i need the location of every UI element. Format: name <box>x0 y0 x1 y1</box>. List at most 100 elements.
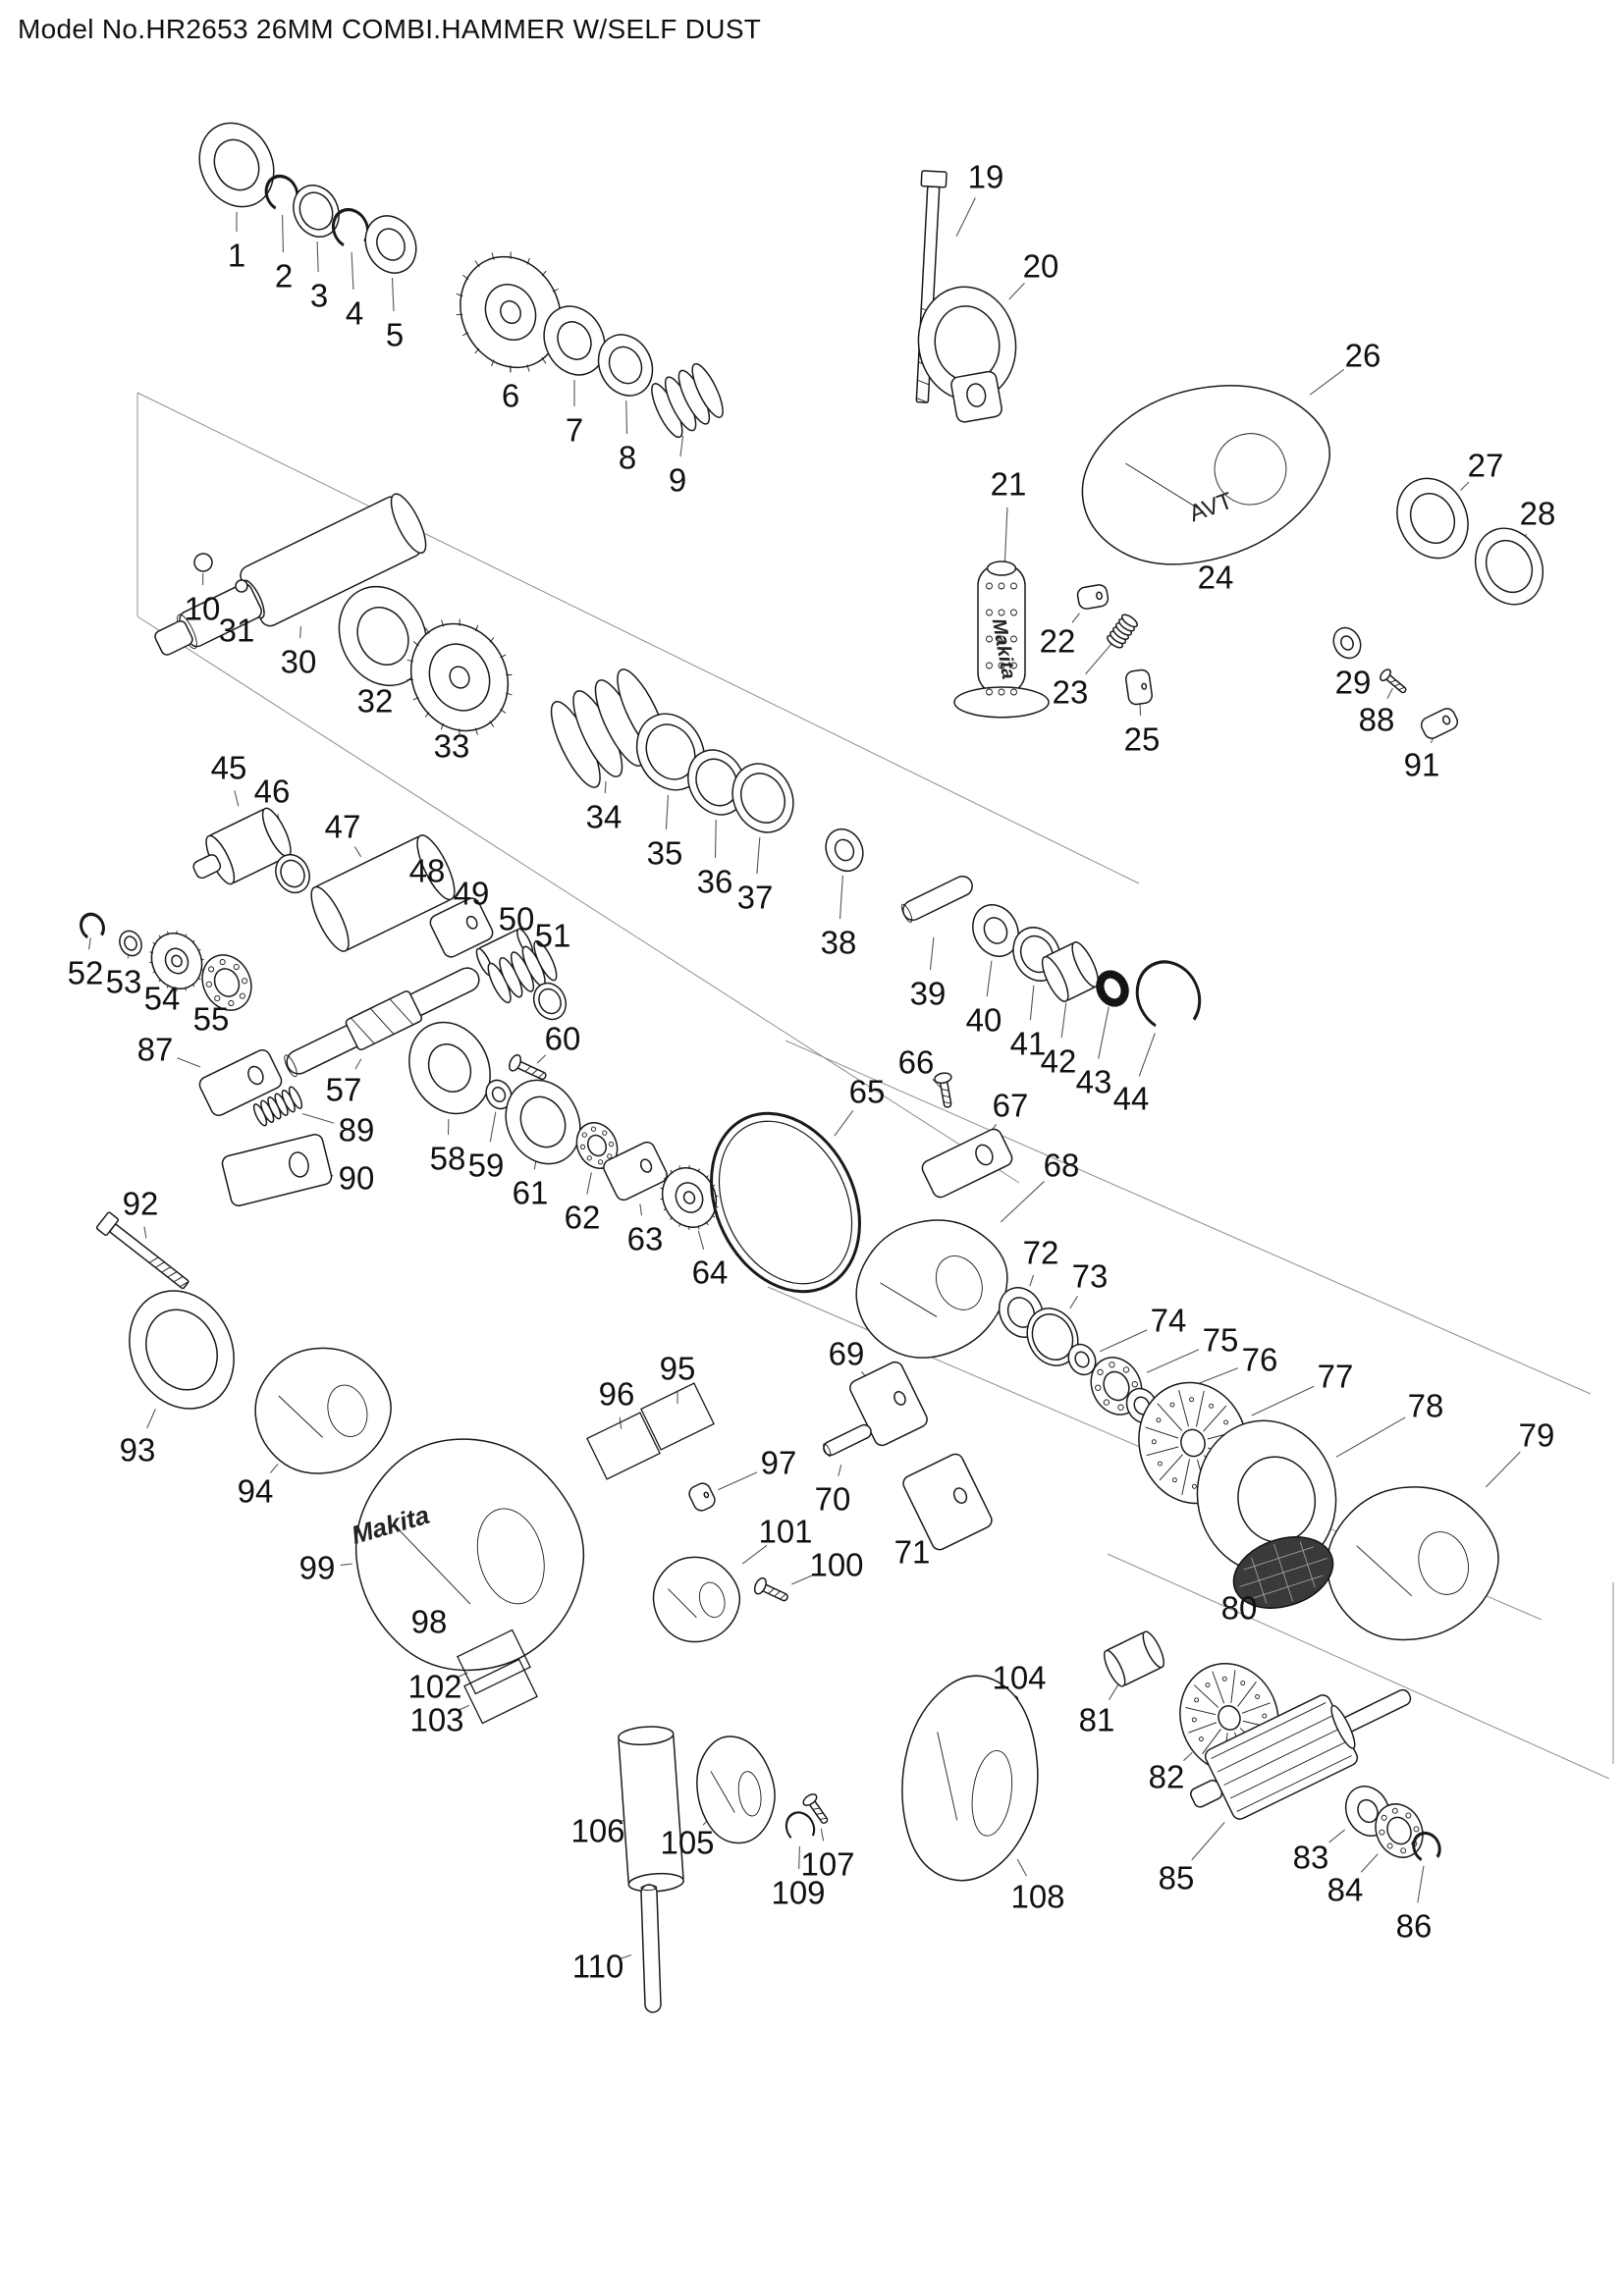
part-label-3: 3 <box>310 278 328 314</box>
part-label-58: 58 <box>430 1141 466 1177</box>
part-27-drawing <box>1396 477 1469 560</box>
part-36-drawing <box>687 749 746 816</box>
leader-line-4 <box>351 251 354 291</box>
part-108-drawing <box>901 1675 1039 1882</box>
leader-line-79 <box>1485 1451 1521 1488</box>
part-label-66: 66 <box>898 1044 935 1081</box>
part-label-106: 106 <box>570 1813 624 1849</box>
part-label-80: 80 <box>1221 1590 1258 1627</box>
part-label-35: 35 <box>647 835 683 872</box>
part-label-70: 70 <box>815 1481 851 1518</box>
part-label-85: 85 <box>1159 1860 1195 1896</box>
leader-line-62 <box>586 1172 592 1195</box>
part-label-5: 5 <box>386 317 404 353</box>
part-88-drawing <box>1380 668 1407 694</box>
part-label-83: 83 <box>1293 1840 1329 1876</box>
leader-line-44 <box>1138 1033 1156 1077</box>
part-label-90: 90 <box>339 1160 375 1197</box>
part-label-21: 21 <box>991 466 1027 503</box>
part-label-34: 34 <box>586 799 623 835</box>
part-64-drawing <box>660 1165 719 1230</box>
leader-line-43 <box>1098 1006 1110 1059</box>
part-90-drawing <box>221 1134 333 1206</box>
part-label-31: 31 <box>219 613 255 649</box>
part-93-drawing <box>129 1290 235 1410</box>
leader-line-19 <box>955 197 976 238</box>
leader-line-75 <box>1146 1349 1200 1373</box>
part-66-drawing <box>934 1072 952 1108</box>
part-33-drawing <box>406 618 513 736</box>
part-label-42: 42 <box>1041 1043 1077 1080</box>
guide-line <box>1107 1553 1610 1780</box>
part-label-44: 44 <box>1113 1081 1150 1117</box>
part-label-92: 92 <box>123 1186 159 1222</box>
part-105-drawing <box>696 1735 776 1844</box>
part-label-77: 77 <box>1318 1359 1354 1395</box>
part-label-46: 46 <box>254 774 291 810</box>
part-label-81: 81 <box>1079 1702 1115 1738</box>
part-67-drawing <box>921 1128 1013 1199</box>
part-8-drawing <box>597 334 654 397</box>
part-label-50: 50 <box>499 901 535 937</box>
leader-line-89 <box>301 1112 335 1124</box>
part-53-drawing <box>119 930 142 957</box>
part-86-drawing <box>1412 1831 1441 1864</box>
part-label-97: 97 <box>761 1445 797 1481</box>
part-label-78: 78 <box>1408 1388 1444 1424</box>
leader-line-60 <box>536 1054 547 1064</box>
part-81-drawing <box>1103 1630 1165 1687</box>
part-28-drawing <box>1474 527 1544 606</box>
part-84-drawing <box>1375 1803 1424 1858</box>
leader-line-8 <box>625 400 628 435</box>
part-label-76: 76 <box>1242 1342 1278 1378</box>
part-5-drawing <box>364 215 417 274</box>
leader-line-34 <box>604 780 607 794</box>
part-label-100: 100 <box>809 1547 863 1583</box>
part-label-23: 23 <box>1053 674 1089 711</box>
leader-line-72 <box>1029 1274 1035 1287</box>
leader-line-3 <box>316 240 319 273</box>
part-106-drawing <box>618 1726 684 1893</box>
part-25-drawing <box>1125 668 1153 706</box>
leader-line-74 <box>1099 1329 1148 1353</box>
leader-line-77 <box>1251 1385 1315 1416</box>
part-73-drawing <box>1026 1308 1079 1366</box>
part-54-drawing <box>149 931 204 991</box>
part-45-drawing <box>192 807 292 885</box>
part-62-drawing <box>575 1122 619 1169</box>
part-4-drawing <box>331 207 370 250</box>
part-label-38: 38 <box>821 925 857 961</box>
part-87-drawing <box>198 1048 283 1117</box>
leader-line-57 <box>354 1058 362 1070</box>
leader-line-63 <box>639 1203 643 1216</box>
part-91-drawing <box>1420 708 1459 739</box>
part-label-10: 10 <box>185 591 221 627</box>
leader-line-81 <box>1109 1683 1119 1700</box>
leader-line-94 <box>269 1463 279 1473</box>
leader-line-25 <box>1139 704 1142 717</box>
part-label-37: 37 <box>737 880 774 916</box>
part-label-88: 88 <box>1359 702 1395 738</box>
leader-line-2 <box>281 214 284 253</box>
part-label-105: 105 <box>660 1825 714 1861</box>
part-103-drawing <box>463 1658 538 1725</box>
part-102-drawing <box>457 1629 531 1695</box>
leader-line-107 <box>820 1828 825 1842</box>
part-2-drawing <box>264 174 299 213</box>
leader-line-45 <box>234 790 240 807</box>
part-label-19: 19 <box>968 159 1004 195</box>
leader-line-96 <box>619 1416 623 1429</box>
part-109-drawing <box>785 1811 816 1844</box>
leader-line-99 <box>340 1563 352 1566</box>
leader-line-20 <box>1008 283 1025 300</box>
leader-line-109 <box>798 1845 800 1870</box>
part-80-drawing <box>1232 1536 1334 1609</box>
guide-line <box>136 392 1140 884</box>
part-label-54: 54 <box>144 981 181 1017</box>
part-57-drawing <box>284 967 480 1078</box>
part-label-57: 57 <box>326 1072 362 1108</box>
part-43-drawing <box>1096 970 1129 1007</box>
part-label-65: 65 <box>849 1074 886 1110</box>
part-label-20: 20 <box>1023 248 1059 285</box>
